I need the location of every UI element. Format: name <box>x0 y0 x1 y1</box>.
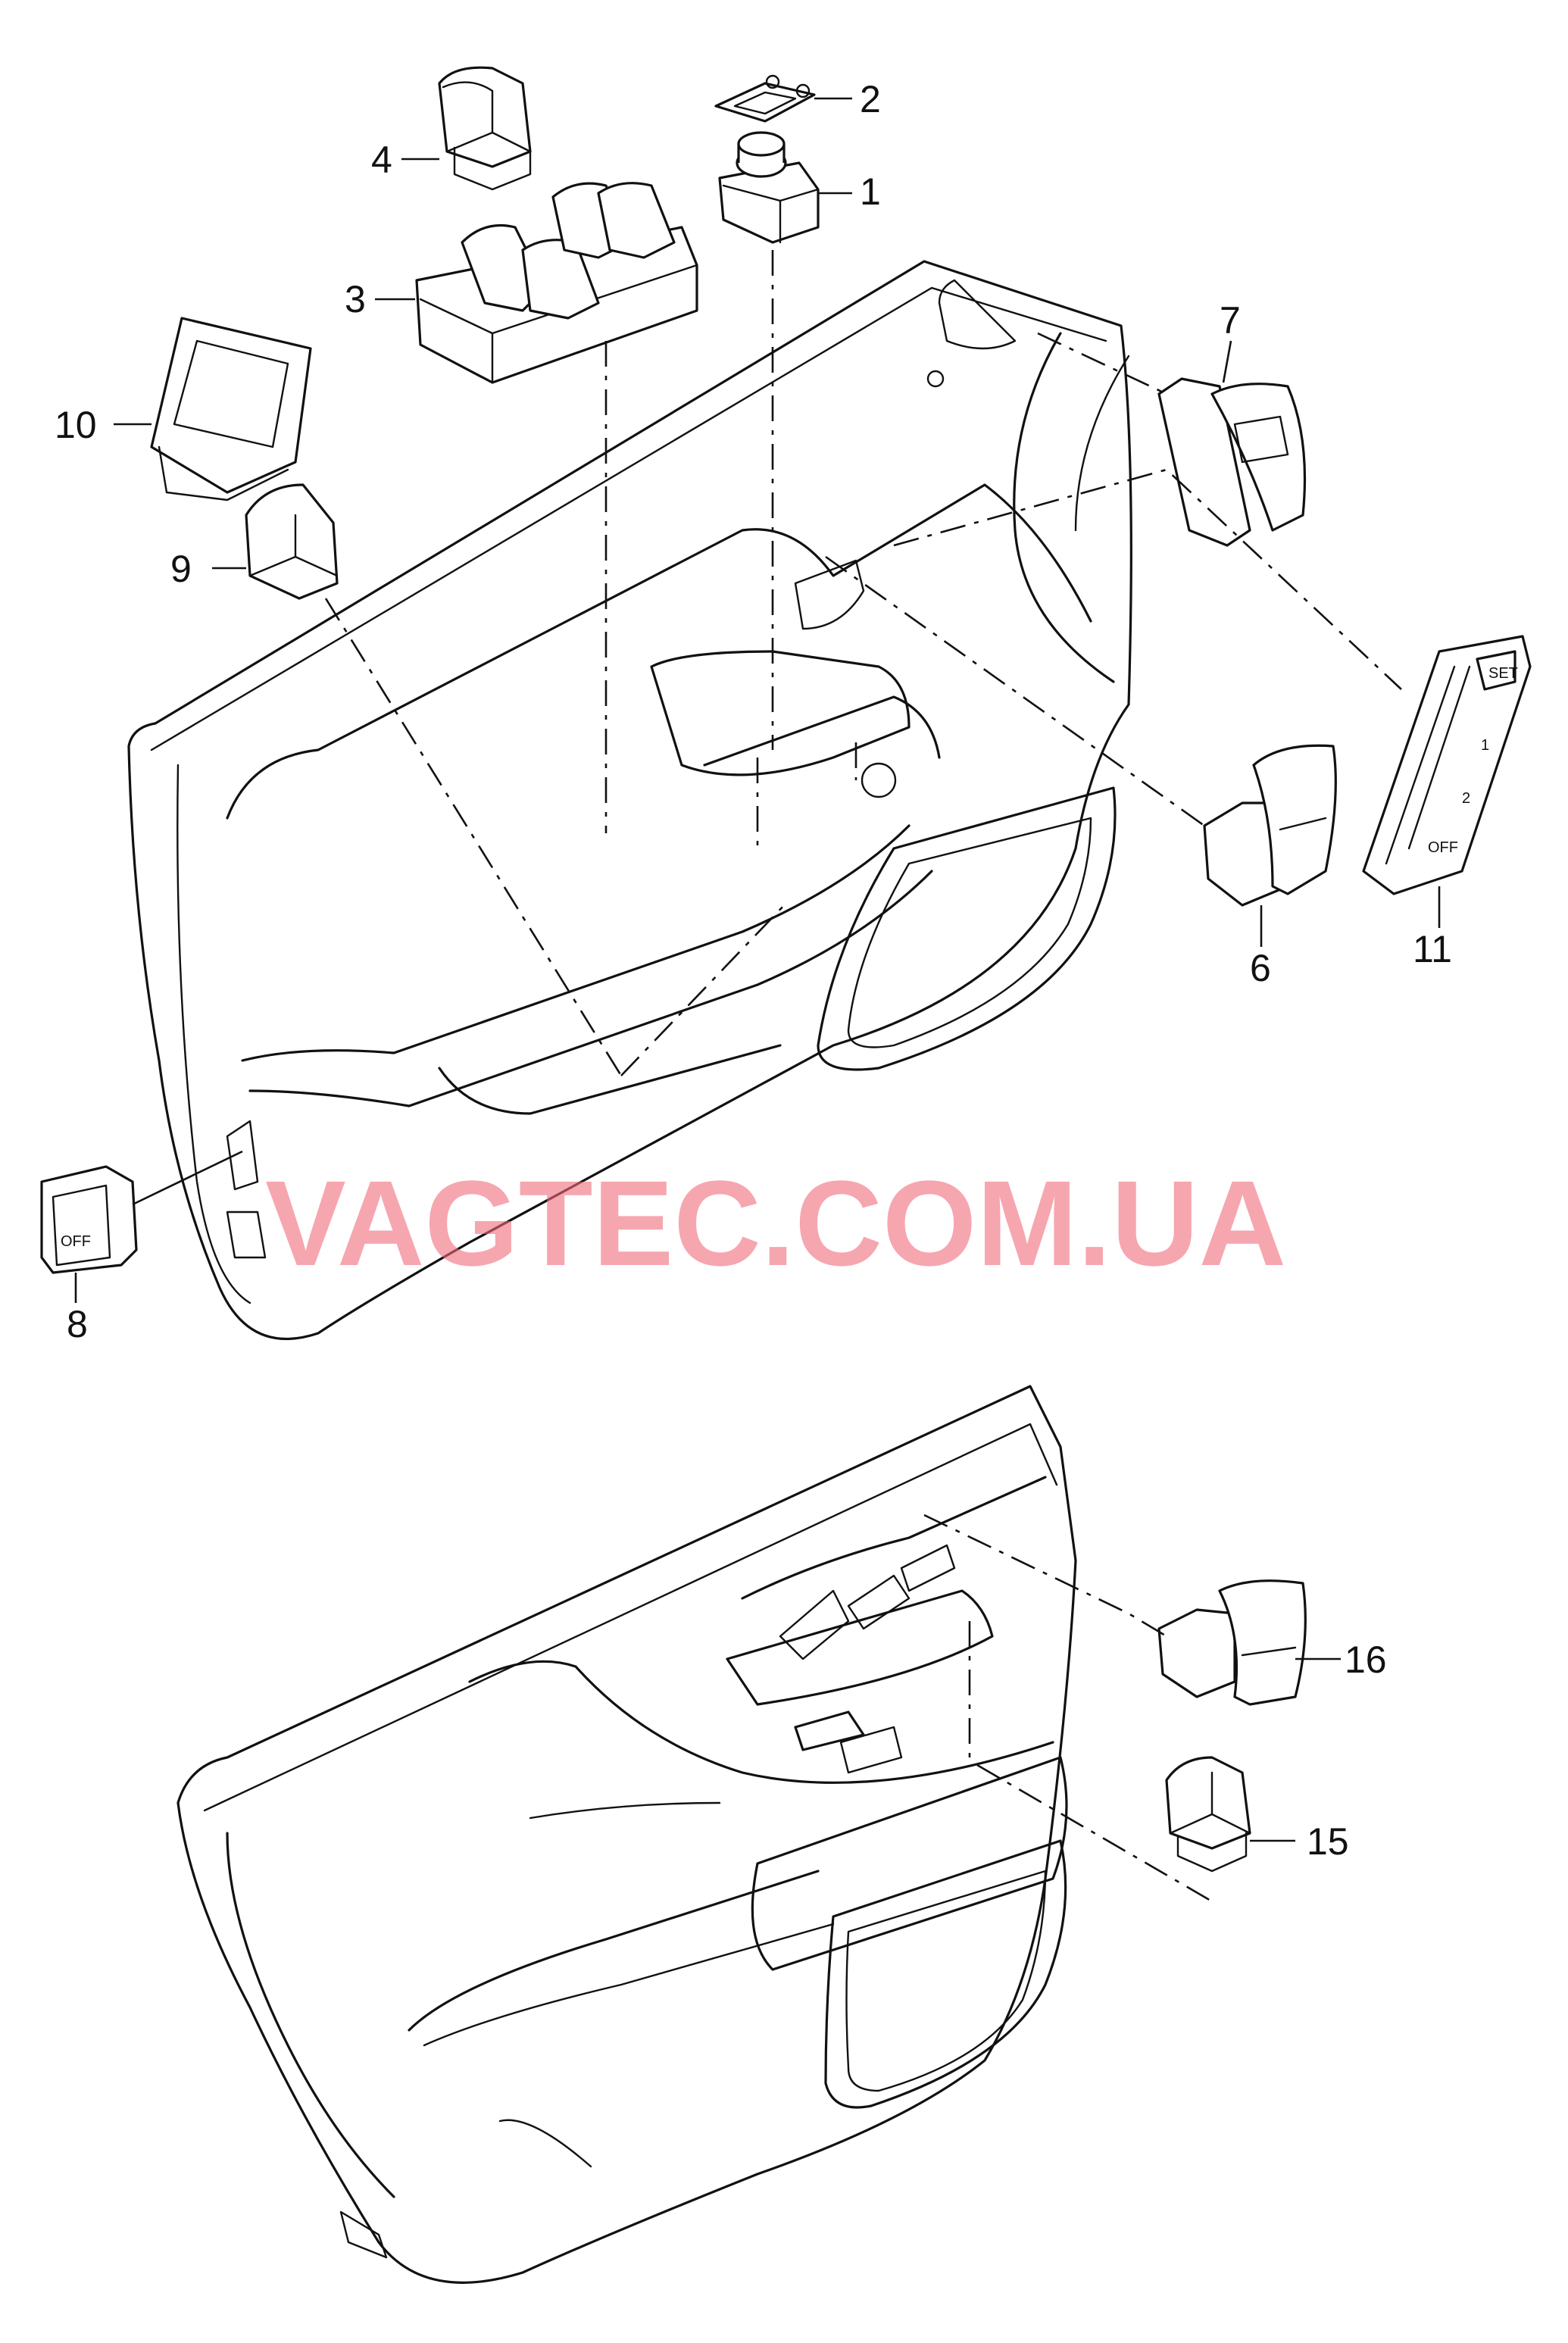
memory-key-1: 1 <box>1481 737 1489 754</box>
callout-7: 7 <box>1220 299 1241 342</box>
door-lock-switch-6 <box>1203 744 1337 907</box>
memory-key-set: SET <box>1488 665 1518 682</box>
memory-key-2: 2 <box>1462 790 1470 807</box>
callout-2: 2 <box>860 78 881 120</box>
door-lock-switch-16 <box>1157 1579 1307 1706</box>
switch-8: OFF <box>40 1165 138 1274</box>
single-window-switch-15 <box>1165 1756 1251 1873</box>
rear-door-trim-panel <box>176 1385 1077 2284</box>
callout-10: 10 <box>55 404 97 446</box>
callout-labels: 1 2 3 4 6 7 8 9 10 11 15 16 <box>55 78 1452 1863</box>
callout-3: 3 <box>345 278 366 320</box>
single-window-switch-4 <box>438 66 532 191</box>
callout-8: 8 <box>67 1303 88 1345</box>
front-door-trim-panel <box>127 260 1132 1340</box>
mirror-switch-cover <box>714 74 816 123</box>
leader-lines <box>74 97 1441 1842</box>
callout-9: 9 <box>170 548 192 590</box>
door-switch-7 <box>1157 377 1307 547</box>
seat-memory-switch-11: SET 1 2 OFF <box>1362 635 1532 895</box>
window-switch-block <box>415 182 698 384</box>
callout-6: 6 <box>1250 947 1271 989</box>
switch8-off-label: OFF <box>61 1233 91 1250</box>
assembly-guide-lines <box>324 250 1402 1903</box>
watermark: VAGTEC.COM.UA <box>265 1155 1286 1291</box>
callout-1: 1 <box>860 170 881 213</box>
callout-4: 4 <box>371 139 392 181</box>
callout-16: 16 <box>1345 1639 1387 1681</box>
callout-15: 15 <box>1307 1820 1349 1863</box>
switch-bezel-10 <box>150 317 312 501</box>
callout-11: 11 <box>1413 928 1452 970</box>
mirror-adjust-switch <box>718 131 820 244</box>
memory-key-off: OFF <box>1428 839 1458 856</box>
single-window-switch-9 <box>245 483 339 600</box>
